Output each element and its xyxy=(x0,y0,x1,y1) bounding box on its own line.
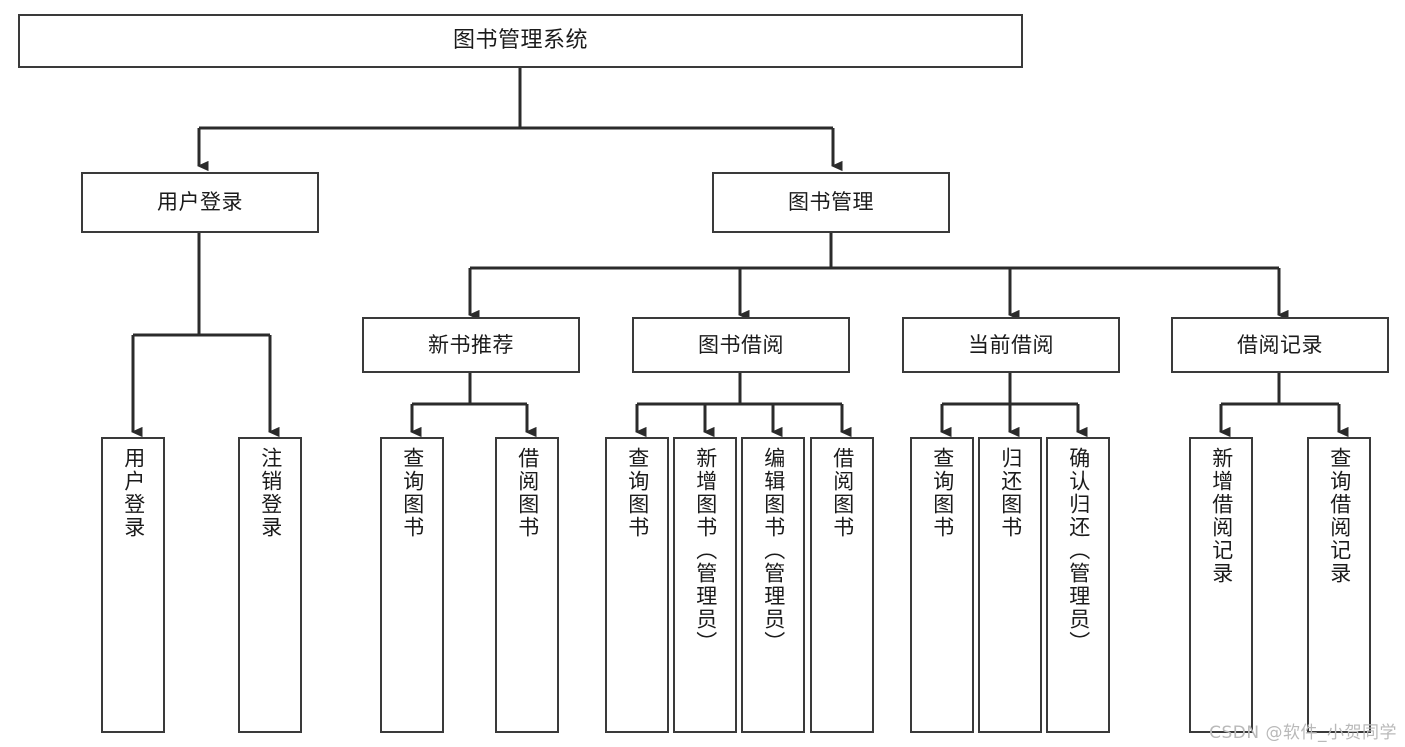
node-new-book-recommend[interactable]: 新书推荐 xyxy=(362,317,580,373)
node-book-management[interactable]: 图书管理 xyxy=(712,172,950,233)
node-user-login-label: 用户登录 xyxy=(157,190,243,215)
leaf-logout-label: 注销登录 xyxy=(258,447,283,539)
leaf-add-book-admin[interactable]: 新增图书（管理员） xyxy=(673,437,737,733)
node-borrow-records[interactable]: 借阅记录 xyxy=(1171,317,1389,373)
leaf-return-book-label: 归还图书 xyxy=(998,447,1023,539)
leaf-user-login[interactable]: 用户登录 xyxy=(101,437,165,733)
leaf-query-book-recommend[interactable]: 查询图书 xyxy=(380,437,444,733)
leaf-borrow-book-recommend[interactable]: 借阅图书 xyxy=(495,437,559,733)
leaf-edit-book-admin-label: 编辑图书（管理员） xyxy=(761,447,786,654)
node-book-borrow-label: 图书借阅 xyxy=(698,332,784,357)
leaf-confirm-return-admin[interactable]: 确认归还（管理员） xyxy=(1046,437,1110,733)
leaf-query-borrow-record[interactable]: 查询借阅记录 xyxy=(1307,437,1371,733)
csdn-watermark: CSDN @软件_小贺同学 xyxy=(1209,723,1397,743)
leaf-borrow-book-recommend-label: 借阅图书 xyxy=(515,447,540,539)
leaf-query-book-borrow-label: 查询图书 xyxy=(625,447,650,539)
node-current-borrow-label: 当前借阅 xyxy=(968,332,1054,357)
leaf-query-book-current[interactable]: 查询图书 xyxy=(910,437,974,733)
leaf-add-borrow-record[interactable]: 新增借阅记录 xyxy=(1189,437,1253,733)
node-book-borrow[interactable]: 图书借阅 xyxy=(632,317,850,373)
node-root[interactable]: 图书管理系统 xyxy=(18,14,1023,68)
leaf-logout[interactable]: 注销登录 xyxy=(238,437,302,733)
leaf-confirm-return-admin-label: 确认归还（管理员） xyxy=(1066,447,1091,654)
leaf-borrow-book[interactable]: 借阅图书 xyxy=(810,437,874,733)
leaf-add-book-admin-label: 新增图书（管理员） xyxy=(693,447,718,654)
node-root-label: 图书管理系统 xyxy=(452,28,588,54)
leaf-borrow-book-label: 借阅图书 xyxy=(830,447,855,539)
node-book-management-label: 图书管理 xyxy=(788,190,874,215)
leaf-user-login-label: 用户登录 xyxy=(121,447,146,539)
node-user-login[interactable]: 用户登录 xyxy=(81,172,319,233)
leaf-return-book[interactable]: 归还图书 xyxy=(978,437,1042,733)
leaf-edit-book-admin[interactable]: 编辑图书（管理员） xyxy=(741,437,805,733)
leaf-query-book-recommend-label: 查询图书 xyxy=(400,447,425,539)
node-borrow-records-label: 借阅记录 xyxy=(1237,332,1323,357)
node-current-borrow[interactable]: 当前借阅 xyxy=(902,317,1120,373)
leaf-query-borrow-record-label: 查询借阅记录 xyxy=(1327,447,1352,585)
node-new-book-recommend-label: 新书推荐 xyxy=(428,332,514,357)
leaf-add-borrow-record-label: 新增借阅记录 xyxy=(1209,447,1234,585)
leaf-query-book-current-label: 查询图书 xyxy=(930,447,955,539)
leaf-query-book-borrow[interactable]: 查询图书 xyxy=(605,437,669,733)
